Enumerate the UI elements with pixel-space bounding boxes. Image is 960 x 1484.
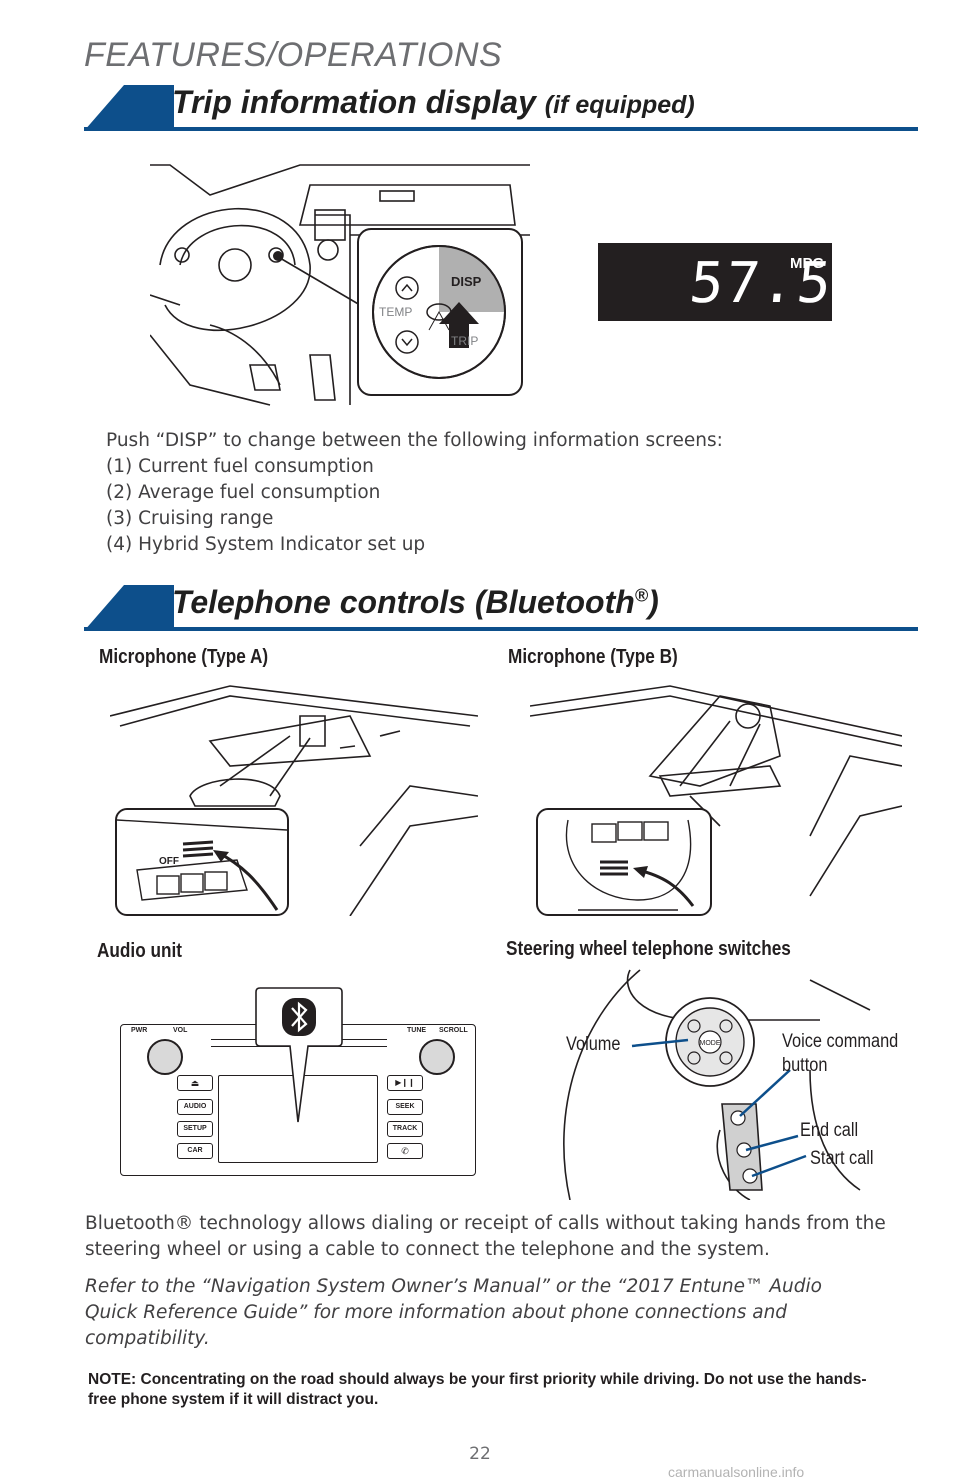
eject-button[interactable]: ⏏ xyxy=(177,1075,213,1091)
registered-mark: ® xyxy=(634,585,649,606)
watermark: carmanualsonline.info xyxy=(668,1464,805,1480)
steering-switches-caption: Steering wheel telephone switches xyxy=(506,938,791,960)
scroll-label: SCROLL xyxy=(439,1027,468,1034)
knob-temp-label: TEMP xyxy=(379,305,413,319)
page-number: 22 xyxy=(469,1444,491,1464)
start-call-callout: Start call xyxy=(810,1148,874,1169)
heading-rule xyxy=(84,127,918,131)
volume-callout: Volume xyxy=(566,1034,621,1055)
mode-button-label: MODE xyxy=(700,1040,721,1047)
heading-rule xyxy=(84,627,918,631)
mic-type-b-caption: Microphone (Type B) xyxy=(508,646,678,668)
heading-banner-accent xyxy=(84,585,174,631)
disp-knob-inset: DISP TEMP TRIP xyxy=(357,228,523,396)
trip-item-3: (3) Cruising range xyxy=(106,508,274,529)
pwr-label: PWR xyxy=(131,1027,148,1034)
voice-command-line-1: Voice command xyxy=(782,1031,899,1052)
trip-heading-suffix: (if equipped) xyxy=(544,91,695,119)
trip-intro: Push “DISP” to change between the follow… xyxy=(106,430,723,451)
track-button[interactable]: TRACK xyxy=(387,1121,423,1137)
phone-heading-close: ) xyxy=(648,584,659,620)
mic-off-label: OFF xyxy=(159,856,179,867)
trip-instructions: Push “DISP” to change between the follow… xyxy=(106,428,806,558)
phone-heading: Telephone controls (Bluetooth®) xyxy=(172,584,659,621)
tune-scroll-knob[interactable] xyxy=(419,1039,455,1075)
mic-type-a-caption: Microphone (Type A) xyxy=(99,646,269,668)
vol-label: VOL xyxy=(173,1027,188,1034)
trip-heading-main: Trip information display xyxy=(172,84,536,120)
heading-banner-accent xyxy=(84,85,174,131)
bluetooth-description: Bluetooth® technology allows dialing or … xyxy=(85,1213,886,1260)
trip-item-2: (2) Average fuel consumption xyxy=(106,482,381,503)
knob-disp-label: DISP xyxy=(451,274,482,289)
bluetooth-callout xyxy=(255,987,343,1123)
phone-heading-main: Telephone controls (Bluetooth xyxy=(172,584,635,620)
trip-item-1: (1) Current fuel consumption xyxy=(106,456,374,477)
knob-trip-label: TRIP xyxy=(451,334,479,348)
end-call-callout: End call xyxy=(800,1120,859,1141)
mpg-unit: MPG xyxy=(790,255,825,272)
play-pause-button[interactable]: ▶❙❙ xyxy=(387,1075,423,1091)
voice-command-callout: Voice command button xyxy=(782,1030,898,1078)
audio-button[interactable]: AUDIO xyxy=(177,1099,213,1115)
phone-button[interactable]: ✆ xyxy=(387,1143,423,1159)
steering-wheel-switches-illustration: MODE xyxy=(563,969,871,1200)
car-button[interactable]: CAR xyxy=(177,1143,213,1159)
voice-command-line-2: button xyxy=(782,1055,828,1076)
seek-button[interactable]: SEEK xyxy=(387,1099,423,1115)
mic-type-a-inset: OFF xyxy=(115,808,289,916)
setup-button[interactable]: SETUP xyxy=(177,1121,213,1137)
safety-note: NOTE: Concentrating on the road should a… xyxy=(88,1371,867,1408)
trip-heading: Trip information display (if equipped) xyxy=(172,84,695,121)
refer-note: Refer to the “Navigation System Owner’s … xyxy=(85,1276,822,1349)
section-title: FEATURES/OPERATIONS xyxy=(84,36,503,74)
audio-unit-caption: Audio unit xyxy=(97,940,183,962)
trip-item-4: (4) Hybrid System Indicator set up xyxy=(106,534,426,555)
power-volume-knob[interactable] xyxy=(147,1039,183,1075)
mpg-display: 57.5 MPG xyxy=(598,243,836,321)
microphone-type-a-illustration xyxy=(110,685,478,916)
microphone-type-b-illustration xyxy=(530,685,902,897)
mic-type-b-inset xyxy=(536,808,712,916)
tune-label: TUNE xyxy=(407,1027,427,1034)
